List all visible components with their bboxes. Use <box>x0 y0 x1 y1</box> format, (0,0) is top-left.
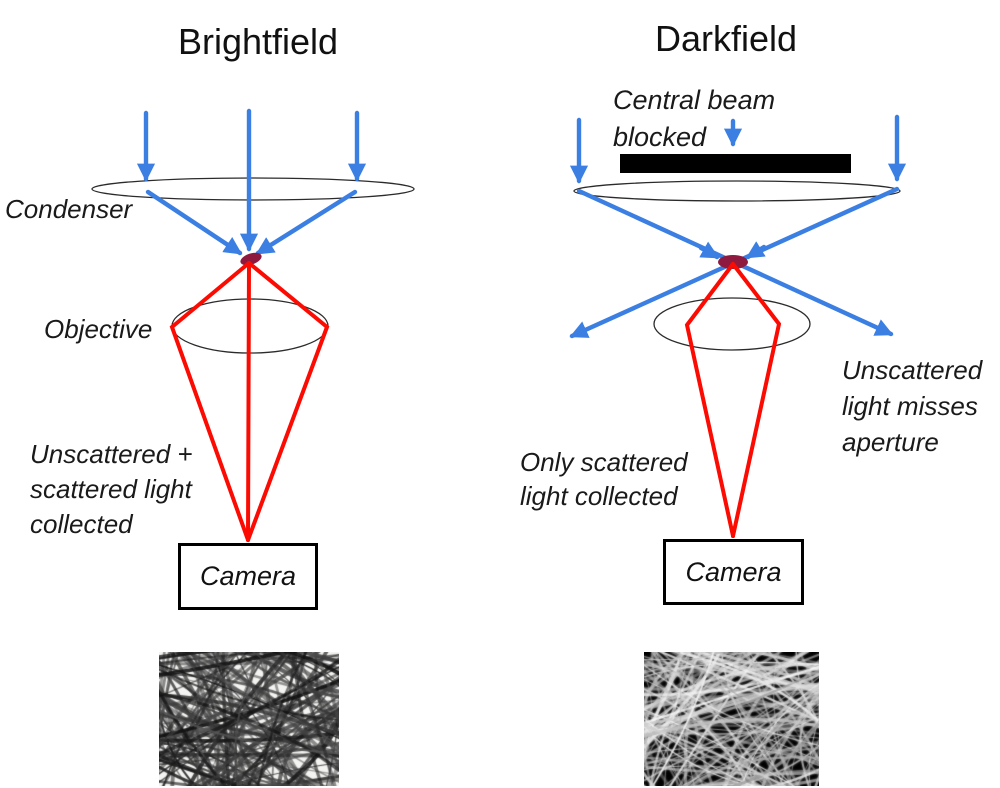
only-scattered-caption: Only scattered light collected <box>520 447 688 511</box>
objective-label: Objective <box>44 314 153 344</box>
unscattered-misses-caption: Unscattered light misses aperture <box>842 355 983 457</box>
camera-box-right: Camera <box>663 539 804 605</box>
condenser-lens-left <box>91 177 415 201</box>
camera-box-left: Camera <box>178 543 318 610</box>
brightfield-diagram <box>91 108 415 542</box>
darkfield-title: Darkfield <box>654 18 798 59</box>
darkfield-diagram <box>569 114 907 538</box>
camera-label-right: Camera <box>685 556 782 587</box>
brightfield-title: Brightfield <box>177 21 339 62</box>
illumination-arrows-left <box>136 108 367 256</box>
brightfield-micrograph <box>159 652 339 786</box>
brightfield-caption: Unscattered + scattered light collected <box>30 439 193 539</box>
objective-lens-right <box>653 297 811 351</box>
darkfield-micrograph <box>644 652 819 786</box>
beam-block-bar <box>620 154 851 173</box>
central-beam-blocked-label: Central beam blocked <box>613 85 776 152</box>
condenser-lens-right <box>573 180 901 202</box>
collected-rays-left <box>169 261 330 542</box>
condenser-label: Condenser <box>5 194 133 224</box>
camera-label-left: Camera <box>199 561 297 591</box>
collected-rays-right <box>684 262 782 538</box>
sample-point-left <box>240 252 262 266</box>
